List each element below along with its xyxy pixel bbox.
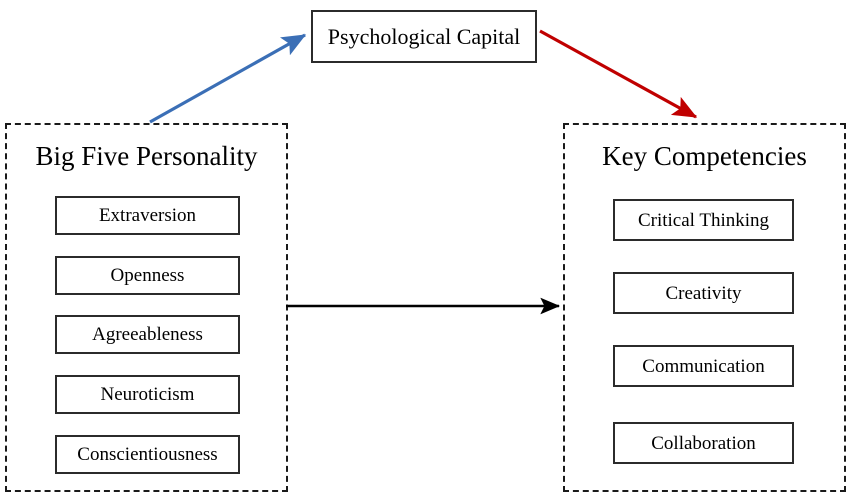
item-label: Communication [642,355,765,377]
item-label: Collaboration [651,432,756,454]
item-box-communication[interactable]: Communication [613,345,794,387]
group-panel-key-competencies: Key Competencies Critical Thinking Creat… [563,123,846,492]
mediator-to-outcome-arrow [539,29,698,119]
item-label: Conscientiousness [77,444,218,465]
panel-title-key-competencies: Key Competencies [602,141,807,171]
item-box-extraversion[interactable]: Extraversion [55,196,240,235]
item-label: Openness [110,265,185,286]
item-box-collaboration[interactable]: Collaboration [613,422,794,464]
mediator-label: Psychological Capital [327,23,521,49]
item-box-agreeableness[interactable]: Agreeableness [55,315,240,354]
mediator-node-psychological-capital[interactable]: Psychological Capital [311,10,537,63]
item-box-creativity[interactable]: Creativity [613,272,794,314]
item-box-conscientiousness[interactable]: Conscientiousness [55,435,240,474]
item-box-critical-thinking[interactable]: Critical Thinking [613,199,794,241]
item-box-neuroticism[interactable]: Neuroticism [55,375,240,414]
group-panel-big-five-personality: Big Five Personality Extraversion Openne… [5,123,288,492]
panel-title-big-five-personality: Big Five Personality [35,141,258,171]
item-label: Extraversion [98,205,197,226]
item-label: Agreeableness [92,324,203,345]
item-label: Neuroticism [100,384,195,405]
item-label: Critical Thinking [637,209,770,231]
item-box-openness[interactable]: Openness [55,256,240,295]
predictor-to-mediator-arrow [149,33,307,124]
item-label: Creativity [665,282,742,304]
